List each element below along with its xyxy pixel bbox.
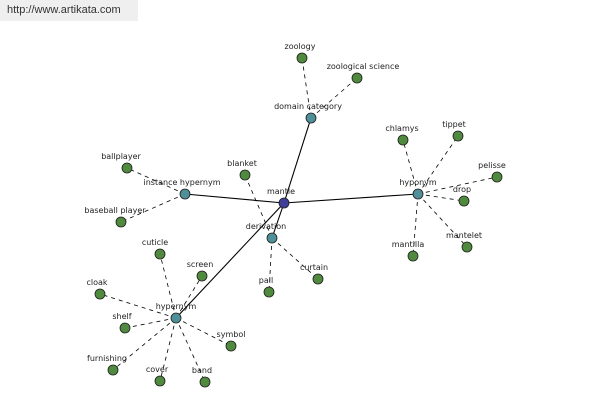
edge-derivation-blanket — [244, 174, 273, 239]
node-pelisse[interactable] — [491, 171, 503, 183]
label-hyponym: hyponym — [399, 178, 437, 187]
edge-mantle-domain — [283, 117, 312, 204]
node-curtain[interactable] — [312, 273, 324, 285]
node-zoosci[interactable] — [351, 72, 363, 84]
edge-hyponym-chlamys — [402, 139, 419, 195]
label-blanket: blanket — [227, 159, 257, 168]
edge-derivation-curtain — [271, 237, 319, 280]
label-screen: screen — [187, 260, 214, 269]
node-instance[interactable] — [179, 188, 191, 200]
edge-hypernym-cover — [159, 317, 177, 382]
node-hyponym[interactable] — [412, 188, 424, 200]
graph-labels: mantle domain category instance hypernym hy… — [84, 42, 506, 375]
label-chlamys: chlamys — [385, 124, 418, 133]
label-hypernym: hypernym — [156, 302, 197, 311]
edge-hyponym-pelisse — [417, 176, 498, 195]
node-tippet[interactable] — [452, 130, 464, 142]
node-derivation[interactable] — [266, 232, 278, 244]
graph-nodes — [94, 52, 503, 388]
label-tippet: tippet — [442, 120, 466, 129]
node-drop[interactable] — [458, 195, 470, 207]
node-hypernym[interactable] — [170, 312, 182, 324]
label-drop: drop — [453, 185, 471, 194]
label-pelisse: pelisse — [478, 161, 506, 170]
node-pall[interactable] — [263, 286, 275, 298]
node-ballplayer[interactable] — [121, 162, 133, 174]
label-mantilla: mantilla — [392, 240, 425, 249]
label-zoology: zoology — [285, 42, 316, 51]
edge-mantle-hypernym — [175, 202, 285, 319]
edge-hypernym-screen — [175, 275, 203, 319]
graph-edges — [99, 57, 498, 383]
node-cloak[interactable] — [94, 288, 106, 300]
edge-mantle-derivation — [271, 202, 285, 239]
edge-hypernym-cloak — [99, 293, 177, 319]
label-derivation: derivation — [246, 222, 286, 231]
label-band: band — [192, 366, 212, 375]
node-mantilla[interactable] — [407, 250, 419, 262]
node-band[interactable] — [199, 376, 211, 388]
label-symbol: symbol — [217, 330, 246, 339]
site-banner: http://www.artikata.com — [0, 0, 138, 21]
edge-domain-zoosci — [310, 77, 358, 119]
edge-hypernym-furnishing — [112, 317, 177, 371]
edge-domain-zoology — [301, 57, 312, 119]
node-screen[interactable] — [196, 270, 208, 282]
edge-hypernym-cuticle — [159, 253, 177, 319]
label-ballplayer: ballplayer — [101, 152, 141, 161]
node-baseballplayer[interactable] — [115, 216, 127, 228]
label-furnishing: furnishing — [87, 354, 127, 363]
label-mantelet: mantelet — [446, 231, 482, 240]
edge-hyponym-drop — [417, 193, 465, 202]
node-mantelet[interactable] — [461, 241, 473, 253]
label-pall: pall — [259, 276, 273, 285]
edge-hyponym-mantilla — [412, 193, 419, 257]
label-baseballplayer: baseball player — [84, 206, 146, 215]
edge-derivation-pall — [268, 237, 273, 293]
label-shelf: shelf — [112, 312, 131, 321]
label-curtain: curtain — [300, 263, 328, 272]
node-blanket[interactable] — [239, 169, 251, 181]
node-cover[interactable] — [154, 375, 166, 387]
edge-mantle-hyponym — [283, 193, 419, 204]
node-shelf[interactable] — [119, 322, 131, 334]
label-cover: cover — [146, 365, 169, 374]
node-chlamys[interactable] — [397, 134, 409, 146]
edge-hypernym-band — [175, 317, 206, 383]
site-url: http://www.artikata.com — [7, 4, 121, 16]
edge-hypernym-shelf — [124, 317, 177, 329]
label-cloak: cloak — [86, 278, 107, 287]
node-furnishing[interactable] — [107, 364, 119, 376]
edge-hyponym-tippet — [417, 135, 459, 195]
label-zoosci: zoological science — [327, 62, 400, 71]
label-cuticle: cuticle — [142, 238, 168, 247]
edge-hypernym-symbol — [175, 317, 232, 347]
label-domain: domain category — [274, 102, 342, 111]
edge-instance-ballplayer — [126, 167, 186, 195]
node-cuticle[interactable] — [154, 248, 166, 260]
node-zoology[interactable] — [296, 52, 308, 64]
label-mantle: mantle — [267, 187, 295, 196]
edge-instance-baseballplayer — [120, 193, 186, 223]
node-domain[interactable] — [305, 112, 317, 124]
node-symbol[interactable] — [225, 340, 237, 352]
node-mantle[interactable] — [278, 197, 290, 209]
edge-mantle-instance — [184, 193, 285, 204]
label-instance: instance hypernym — [144, 178, 221, 187]
